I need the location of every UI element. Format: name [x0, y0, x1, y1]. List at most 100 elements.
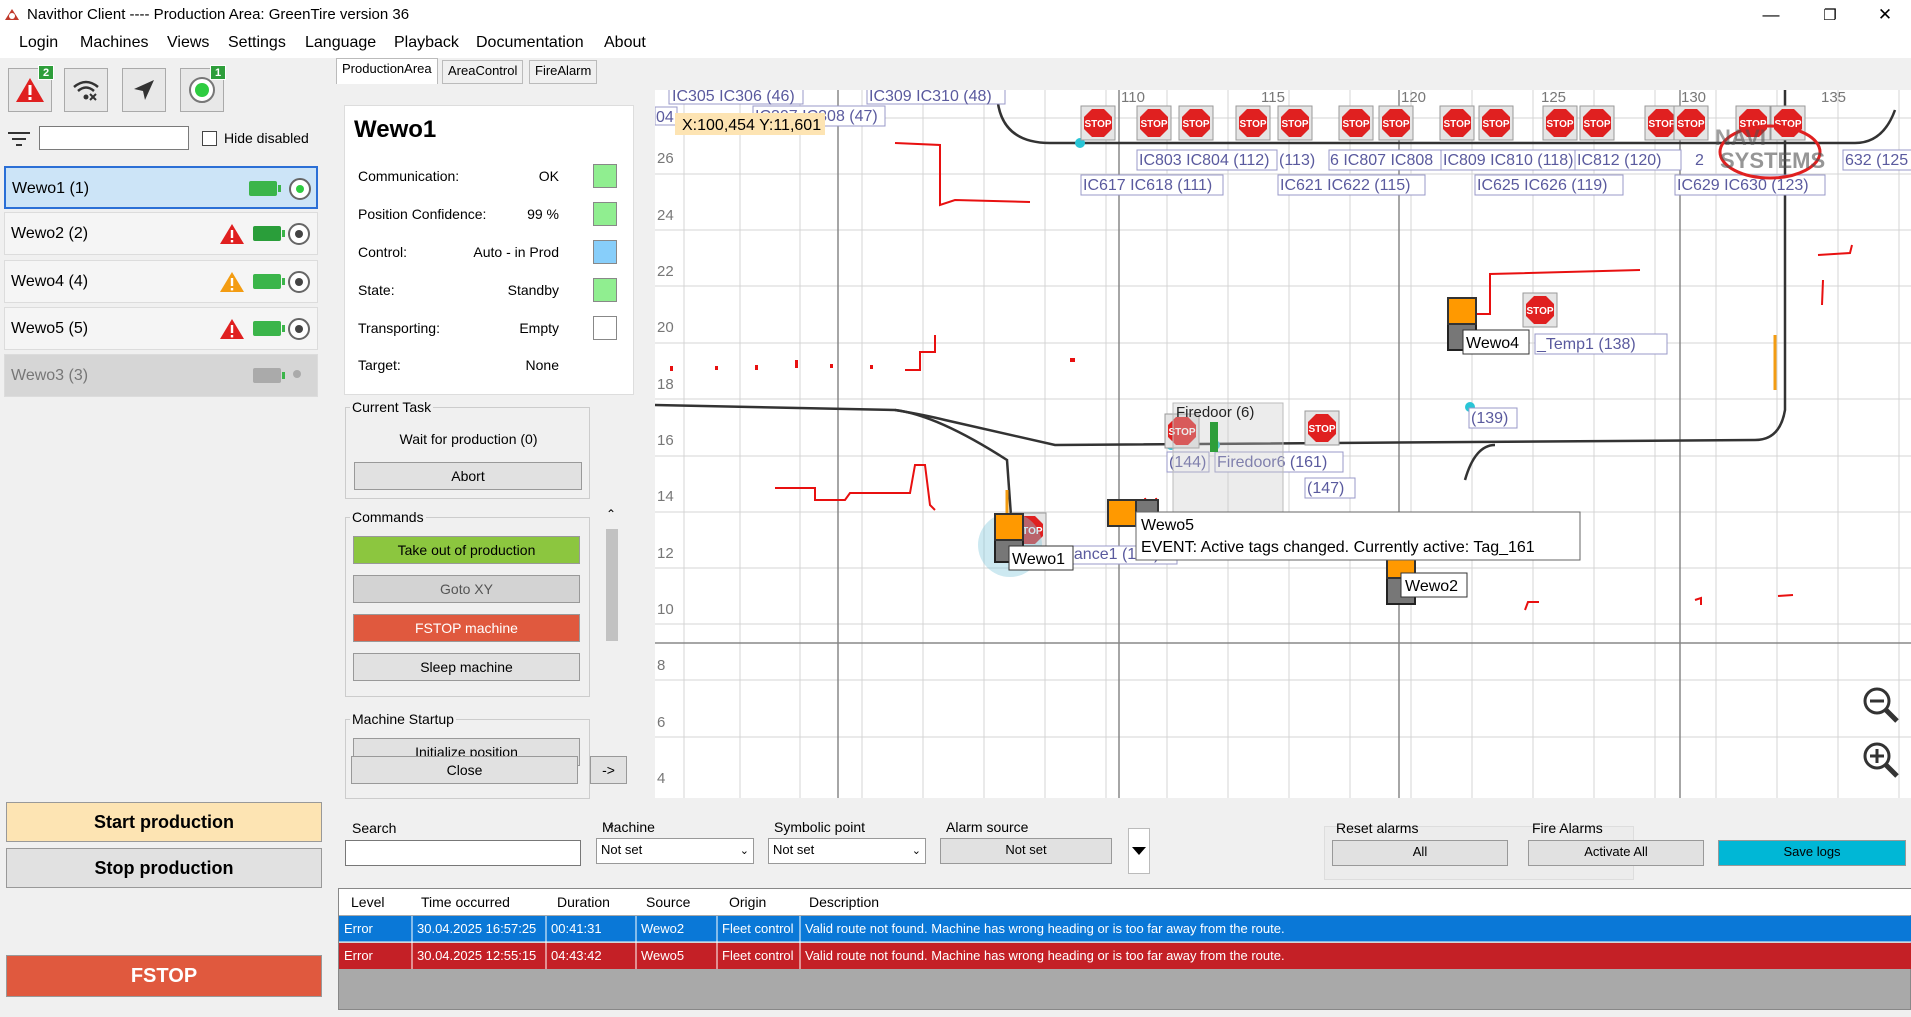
fstop-button[interactable]: FSTOP — [6, 955, 322, 997]
caret-down-icon — [1132, 847, 1146, 855]
sleep-machine-button[interactable]: Sleep machine — [353, 653, 580, 681]
table-row[interactable]: Error 30.04.2025 12:55:15 04:43:42 Wewo5… — [339, 943, 1911, 969]
stop-sign-icon[interactable]: STOP — [1164, 413, 1200, 449]
machine-filter-select[interactable]: Not set⌄ — [596, 838, 754, 864]
tab-fire-alarm[interactable]: FireAlarm — [529, 60, 598, 84]
maximize-button[interactable]: ❐ — [1807, 0, 1853, 29]
stop-sign-icon[interactable]: STOP — [1579, 105, 1615, 141]
machine-filter-value: Not set — [601, 842, 643, 857]
activate-all-button[interactable]: Activate All — [1528, 840, 1704, 866]
save-logs-button[interactable]: Save logs — [1718, 840, 1906, 866]
info-label: Control: — [358, 244, 408, 260]
menu-documentation[interactable]: Documentation — [476, 34, 584, 51]
start-production-button[interactable]: Start production — [6, 802, 322, 842]
tab-production-area[interactable]: ProductionArea — [336, 58, 438, 84]
status-button[interactable]: 1 — [180, 65, 226, 112]
status-indicator-icon — [288, 223, 310, 245]
menu-views[interactable]: Views — [167, 34, 210, 51]
stop-sign-icon[interactable]: STOP — [1277, 105, 1313, 141]
stop-sign-icon[interactable]: STOP — [1378, 105, 1414, 141]
stop-sign-text: STOP — [1546, 119, 1573, 130]
take-out-of-production-button[interactable]: Take out of production — [353, 536, 580, 564]
column-header[interactable]: Time occurred — [421, 894, 510, 910]
menu-playback[interactable]: Playback — [394, 34, 459, 51]
stop-sign-icon[interactable]: STOP — [1673, 105, 1709, 141]
stop-sign-icon[interactable]: STOP — [1644, 105, 1680, 141]
symbolic-point-select[interactable]: Not set⌄ — [768, 838, 926, 864]
column-header[interactable]: Origin — [729, 894, 767, 910]
machine-row-wewo4[interactable]: Wewo4 (4) — [4, 260, 318, 303]
close-panel-button[interactable]: Close — [351, 756, 578, 784]
scroll-down-icon[interactable]: ⌄ — [606, 817, 617, 831]
stop-sign-icon[interactable]: STOP — [1235, 105, 1271, 141]
commands-scrollbar[interactable]: ⌃ ⌄ — [603, 507, 621, 835]
communication-status-box — [593, 164, 617, 188]
state-status-box — [593, 278, 617, 302]
menu-login[interactable]: Login — [19, 34, 59, 51]
stop-sign-icon[interactable]: STOP — [1080, 105, 1116, 141]
menu-language[interactable]: Language — [305, 34, 377, 51]
filter-dropdown-button[interactable] — [1128, 828, 1150, 874]
goto-xy-button[interactable]: Goto XY — [353, 575, 580, 603]
map-label: IC305 IC306 (46) — [672, 90, 795, 105]
column-header[interactable]: Duration — [557, 894, 610, 910]
battery-icon — [249, 181, 281, 196]
stop-sign-icon[interactable]: STOP — [1304, 410, 1340, 446]
stop-sign-icon[interactable]: STOP — [1522, 292, 1558, 328]
table-row[interactable]: Error 30.04.2025 16:57:25 00:41:31 Wewo2… — [339, 916, 1911, 942]
menu-about[interactable]: About — [604, 34, 646, 51]
column-header[interactable]: Source — [646, 894, 691, 910]
reset-alarms-button[interactable]: All — [1332, 840, 1508, 866]
scrollbar-thumb[interactable] — [606, 529, 618, 641]
commands-scroll-area: Commands Take out of production Goto XY … — [345, 507, 632, 835]
stop-sign-icon[interactable]: STOP — [1478, 105, 1514, 141]
warning-icon — [16, 78, 44, 102]
log-origin: Fleet control — [722, 921, 794, 936]
warning-icon — [220, 272, 244, 292]
stop-sign-icon[interactable]: STOP — [1338, 105, 1374, 141]
zoom-in-icon — [1863, 742, 1899, 778]
stop-sign-text: STOP — [1084, 119, 1111, 130]
navigate-button[interactable] — [122, 68, 166, 112]
alarms-button[interactable]: 2 — [8, 65, 54, 112]
fstop-machine-button[interactable]: FSTOP machine — [353, 614, 580, 642]
machine-row-wewo1[interactable]: Wewo1 (1) — [4, 166, 318, 209]
minimize-button[interactable]: — — [1748, 0, 1794, 29]
tab-area-control[interactable]: AreaControl — [442, 60, 524, 84]
abort-button[interactable]: Abort — [354, 462, 582, 490]
alarm-search-input[interactable] — [345, 840, 581, 866]
filter-icon — [8, 132, 30, 146]
connection-button[interactable] — [64, 68, 108, 112]
y-tick: 8 — [657, 657, 665, 674]
machine-row-wewo3[interactable]: Wewo3 (3) — [4, 354, 318, 397]
alarm-source-select[interactable]: Not set — [940, 838, 1112, 864]
machine-row-wewo5[interactable]: Wewo5 (5) — [4, 307, 318, 350]
menu-machines[interactable]: Machines — [80, 34, 149, 51]
machine-marker-wewo1[interactable]: Wewo1 — [994, 513, 1074, 571]
x-tick: 120 — [1401, 90, 1426, 106]
stop-sign-icon[interactable]: STOP — [1770, 105, 1806, 141]
zoom-in-button[interactable] — [1861, 740, 1901, 780]
stop-sign-icon[interactable]: STOP — [1178, 105, 1214, 141]
stop-sign-icon[interactable]: STOP — [1542, 105, 1578, 141]
hide-disabled-label: Hide disabled — [224, 130, 309, 146]
y-tick: 22 — [657, 263, 674, 280]
scroll-up-icon[interactable]: ⌃ — [606, 507, 617, 521]
machine-name: Wewo1 — [354, 116, 437, 143]
machine-row-wewo2[interactable]: Wewo2 (2) — [4, 212, 318, 255]
machine-filter-input[interactable] — [39, 126, 189, 150]
stop-sign-icon[interactable]: STOP — [1136, 105, 1172, 141]
column-header[interactable]: Level — [351, 894, 385, 910]
stop-production-button[interactable]: Stop production — [6, 848, 322, 888]
stop-sign-icon[interactable]: STOP — [1439, 105, 1475, 141]
column-header[interactable]: Description — [809, 894, 880, 910]
close-window-button[interactable]: ✕ — [1862, 0, 1908, 29]
menu-settings[interactable]: Settings — [228, 34, 286, 51]
expand-panel-button[interactable]: -> — [590, 756, 627, 784]
hide-disabled-checkbox[interactable] — [202, 131, 217, 146]
zoom-out-button[interactable] — [1861, 685, 1901, 725]
machine-marker-wewo4[interactable]: Wewo4 — [1447, 297, 1530, 355]
machine-marker-wewo2[interactable]: Wewo2 — [1386, 557, 1468, 605]
